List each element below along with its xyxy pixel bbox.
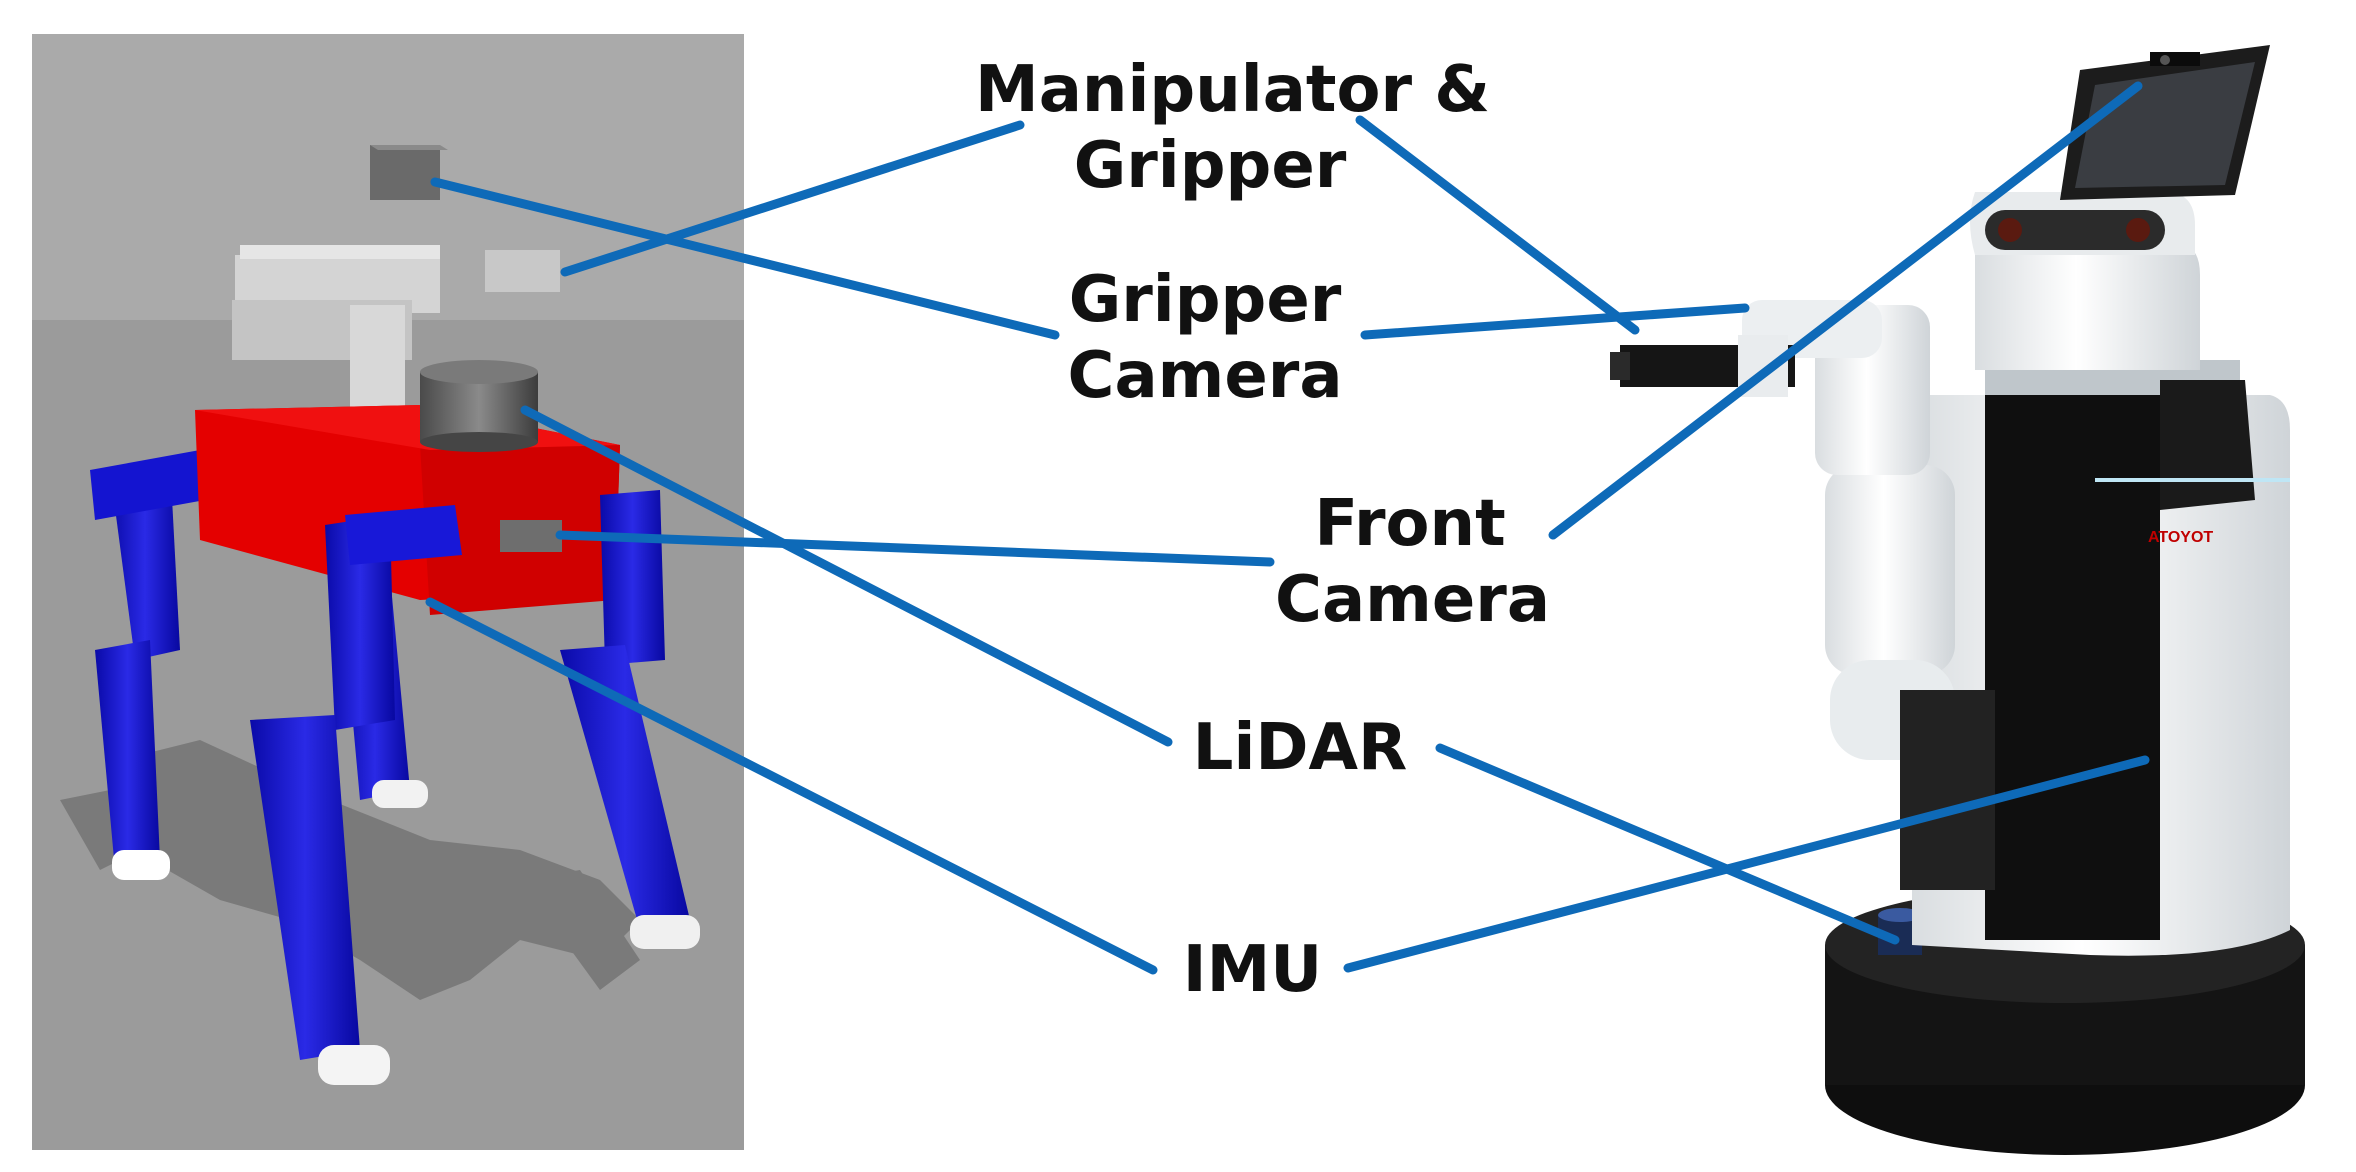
- robot-head: [1970, 192, 2200, 370]
- front-legs: [250, 490, 700, 1085]
- sim-front-camera: [500, 520, 562, 552]
- label-lidar: LiDAR: [1175, 710, 1425, 786]
- label-front-camera: Front Camera: [1275, 486, 1550, 638]
- front-stereo-camera: [1985, 210, 2165, 250]
- line-imu-real: [1343, 755, 2150, 973]
- line-front-camera-sim: [555, 530, 1275, 567]
- simulated-quadruped-robot: [32, 34, 744, 1150]
- label-lidar-text: LiDAR: [1192, 711, 1408, 785]
- label-manipulator-gripper: Manipulator & Gripper: [975, 52, 1491, 204]
- sim-lidar: [420, 360, 538, 452]
- label-front-camera-line2: Camera: [1275, 563, 1550, 637]
- sim-gripper: [485, 250, 560, 292]
- sim-manipulator: [232, 245, 560, 425]
- line-gripper-camera-sim: [430, 177, 1060, 340]
- label-gripper-camera-line1: Gripper: [1068, 263, 1342, 337]
- line-imu-sim: [425, 597, 1158, 975]
- real-gripper: [1610, 335, 1795, 397]
- label-gripper-camera: Gripper Camera: [1060, 262, 1350, 414]
- label-manipulator-line1: Manipulator &: [975, 53, 1491, 127]
- robot-torso: ATOYOT: [1912, 360, 2290, 956]
- line-front-camera-real: [1548, 81, 2143, 540]
- line-gripper-camera-real: [1360, 303, 1750, 340]
- real-service-robot: ATOYOT: [1610, 45, 2305, 1155]
- line-manipulator-real: [1355, 115, 1640, 335]
- label-imu: IMU: [1165, 932, 1340, 1008]
- line-lidar-sim: [520, 405, 1173, 747]
- brand-label: ATOYOT: [2148, 529, 2213, 546]
- label-front-camera-line1: Front: [1314, 487, 1506, 561]
- label-gripper-camera-line2: Camera: [1067, 339, 1343, 413]
- leader-lines: [425, 81, 2150, 975]
- robot-arm: [1742, 300, 1995, 890]
- line-lidar-real: [1435, 743, 1900, 945]
- label-manipulator-line2: Gripper: [1073, 129, 1347, 203]
- robot-display: [2060, 45, 2270, 200]
- label-imu-text: IMU: [1182, 933, 1323, 1007]
- sim-gripper-camera: [370, 145, 440, 200]
- line-manipulator-sim: [560, 120, 1025, 277]
